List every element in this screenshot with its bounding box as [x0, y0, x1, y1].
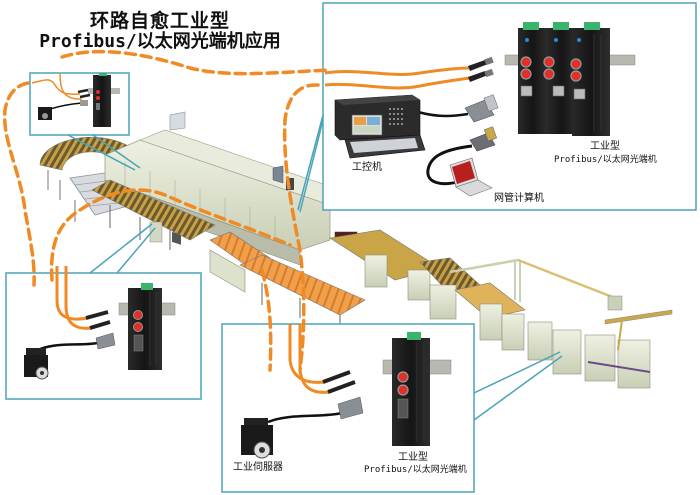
serial-cable [417, 110, 469, 118]
db9-connector-icon [337, 396, 364, 420]
serial-cable [426, 144, 473, 186]
converter-label-line1: 工业型 [590, 141, 620, 152]
fiber-cable [298, 324, 331, 394]
callout-pointer [297, 114, 324, 211]
st-fiber-connector-icon [468, 68, 494, 82]
fiber-ring-segment [49, 188, 292, 282]
db9-connector-icon [469, 126, 498, 152]
fiber-cable [55, 266, 89, 321]
fiber-cable [59, 72, 83, 100]
db9-connector-icon [95, 332, 116, 350]
fiber-cable [31, 79, 81, 95]
callout-pointer [473, 351, 561, 394]
fiber-ethernet-converter-icon [570, 22, 610, 136]
ipc-label: 工控机 [352, 162, 382, 173]
callout-pointer [67, 134, 136, 171]
fiber-ethernet-converter-icon [518, 22, 548, 134]
callout-top-left-contents [31, 72, 120, 127]
serial-cable [49, 102, 83, 110]
db9-connector-icon [80, 100, 88, 106]
fiber-ring-segment [282, 83, 320, 372]
servo-motor-icon [24, 348, 49, 380]
orange-conveyor [209, 231, 366, 330]
servo-label: 工业伺服器 [233, 462, 283, 473]
diagram-title-line2: Profibus/以太网光端机应用 [39, 31, 281, 52]
converter-label-line1: 工业型 [398, 452, 428, 463]
fiber-cable [64, 266, 93, 330]
fiber-cable [288, 324, 326, 384]
callout-top-right-contents [324, 22, 636, 197]
laptop-icon [449, 157, 493, 197]
servo-motor-icon [241, 418, 273, 459]
fiber-cable [324, 66, 471, 76]
st-fiber-connector-icon [322, 370, 356, 394]
callout-pointer [92, 134, 141, 169]
fiber-ring-segment [2, 81, 36, 287]
fiber-ethernet-converter-icon [118, 283, 176, 370]
callout-bottom-center-contents [241, 324, 452, 459]
st-fiber-connector-icon [468, 56, 494, 71]
callout-pointer [89, 223, 153, 274]
callout-pointer [116, 227, 156, 274]
callout-pointer [299, 119, 324, 213]
fiber-ring-segment [260, 268, 273, 372]
st-fiber-connector-icon [77, 88, 91, 99]
converter-rack [504, 22, 636, 136]
serial-cable [39, 341, 99, 351]
fiber-cable [324, 76, 471, 90]
main-conveyor [91, 179, 216, 250]
serial-cable [267, 411, 343, 424]
callout-middle-left-contents [24, 266, 176, 380]
db9-connector-icon [464, 94, 499, 123]
servo-motor-icon [38, 107, 52, 120]
diagram-title-line1: 环路自愈工业型 [89, 10, 230, 32]
callout-pointer [473, 355, 563, 421]
fiber-ethernet-converter-icon [382, 332, 452, 446]
fiber-ring-dashed [2, 49, 332, 372]
fiber-ring-segment [60, 49, 332, 76]
st-fiber-connector-icon [85, 310, 111, 330]
nms-computer-label: 网管计算机 [494, 193, 544, 204]
industrial-pc-icon [334, 94, 426, 159]
converter-label-line2: Profibus/以太网光端机 [554, 155, 657, 165]
packaging-units [329, 229, 673, 389]
callout-box-top-left [29, 72, 130, 136]
fiber-ethernet-converter-icon [88, 73, 120, 127]
converter-label-line2: Profibus/以太网光端机 [364, 465, 467, 475]
